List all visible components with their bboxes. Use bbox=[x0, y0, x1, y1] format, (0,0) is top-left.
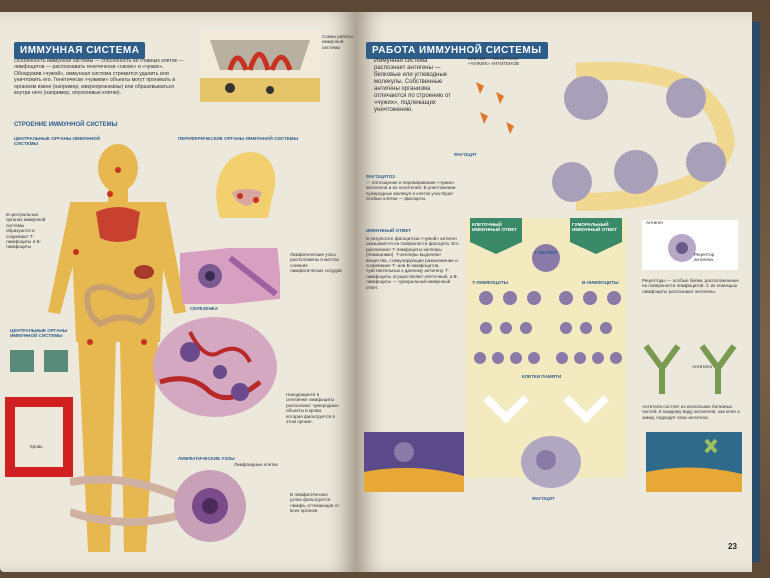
b-lymphocytes-label: В-ЛИМФОЦИТЫ bbox=[582, 280, 619, 285]
scheme-label: Схема работы иммунной системы bbox=[322, 34, 353, 50]
phagocyte-bottom bbox=[521, 436, 581, 488]
lymph-node-illustration bbox=[70, 470, 246, 542]
antibody-label: Антитело bbox=[692, 364, 713, 369]
antibody-text: Антитела состоят из нескольких белковых … bbox=[642, 404, 740, 420]
circulation-diagram bbox=[5, 350, 73, 477]
lymph-nodes-label: ЛИМФАТИЧЕСКИЕ УЗЛЫ bbox=[178, 456, 235, 461]
right-page-title: РАБОТА ИММУННОЙ СИСТЕМЫ bbox=[366, 42, 548, 59]
peripheral-organs-label: ПЕРИФЕРИЧЕСКИЕ ОРГАНЫ ИММУННОЙ СИСТЕМЫ bbox=[178, 136, 299, 141]
blood-label: Кровь bbox=[30, 444, 43, 449]
antibody-illustration bbox=[643, 344, 737, 394]
right-page: РАБОТА ИММУННОЙ СИСТЕМЫ Иммунная система… bbox=[356, 12, 752, 572]
human-body-figure bbox=[48, 144, 186, 552]
lymph-tissue-illustration bbox=[180, 248, 280, 304]
left-page: ИММУННАЯ СИСТЕМА Особенность иммунной си… bbox=[0, 12, 356, 572]
humoral-response-label: ГУМОРАЛЬНЫЙ ИММУННЫЙ ОТВЕТ bbox=[572, 222, 618, 233]
immune-response-title: ИММУННЫЙ ОТВЕТ bbox=[366, 228, 412, 233]
immune-response-text: В результате фагоцитоза «чужой» антиген … bbox=[366, 236, 459, 290]
central-organs-label: ЦЕНТРАЛЬНЫЕ ОРГАНЫ ИММУННОЙ СИСТЕМЫ bbox=[14, 136, 100, 147]
immune-scheme-illustration bbox=[200, 30, 320, 102]
phagocyte-label-top: ФАГОЦИТ bbox=[454, 152, 477, 157]
right-intro: Иммунная система распознает антигены — б… bbox=[374, 58, 451, 113]
lymph-cells-label: Лимфоидные клетки bbox=[234, 462, 278, 467]
t-helper-label: Т-ХЕЛПЕР bbox=[534, 250, 558, 255]
antigen-molecules bbox=[476, 82, 514, 134]
central-organs-bottom: ЦЕНТРАЛЬНЫЕ ОРГАНЫ ИММУННОЙ СИСТЕМЫ bbox=[10, 328, 68, 339]
phagocytosis-cycle bbox=[552, 62, 736, 211]
spleen-text: Находящиеся в селезенке лимфоциты распоз… bbox=[286, 392, 339, 425]
receptor-illustration bbox=[642, 220, 738, 270]
left-intro: Особенность иммунной системы — способнос… bbox=[14, 58, 184, 97]
phagocyte-label-bottom: ФАГОЦИТ bbox=[532, 496, 555, 501]
lymph-filter-text: В лимфатических узлах фильтруется лимфа,… bbox=[290, 492, 340, 514]
page-number: 23 bbox=[728, 542, 737, 551]
structure-heading: СТРОЕНИЕ ИММУННОЙ СИСТЕМЫ bbox=[14, 122, 118, 128]
memory-cells-label: КЛЕТКИ ПАМЯТИ bbox=[522, 374, 562, 379]
lymph-text: Лимфатические узлы расположены в местах … bbox=[290, 252, 342, 274]
t-lymphocytes-label: Т-ЛИМФОЦИТЫ bbox=[472, 280, 509, 285]
cell-attack-illustration bbox=[364, 432, 464, 492]
phago-title: ФАГОЦИТОЗ bbox=[366, 174, 396, 179]
antigen-label: Антиген bbox=[646, 220, 663, 225]
antibody-scene bbox=[646, 432, 742, 492]
immune-response-diagram bbox=[466, 218, 626, 478]
bone-marrow-text: В центральных органах иммунной системы о… bbox=[6, 212, 46, 250]
receptor-text: Рецепторы — особые белки, расположенные … bbox=[642, 278, 739, 294]
spleen-illustration bbox=[153, 317, 277, 417]
left-page-title: ИММУННАЯ СИСТЕМА bbox=[14, 42, 146, 59]
antigen-carriers-label: КЛЕТКИ — НОСИТЕЛИ «ЧУЖИХ» АНТИГЕНОВ bbox=[468, 56, 519, 67]
book-cover-edge bbox=[752, 22, 760, 562]
cellular-response-label: КЛЕТОЧНЫЙ ИММУННЫЙ ОТВЕТ bbox=[472, 222, 518, 233]
phago-text: — поглощение и переваривание «чужих» ант… bbox=[366, 180, 456, 202]
head-section-illustration bbox=[216, 152, 276, 218]
spleen-title: СЕЛЕЗЕНКА bbox=[190, 306, 219, 311]
receptor-label: Рецептор антигена bbox=[694, 252, 715, 263]
